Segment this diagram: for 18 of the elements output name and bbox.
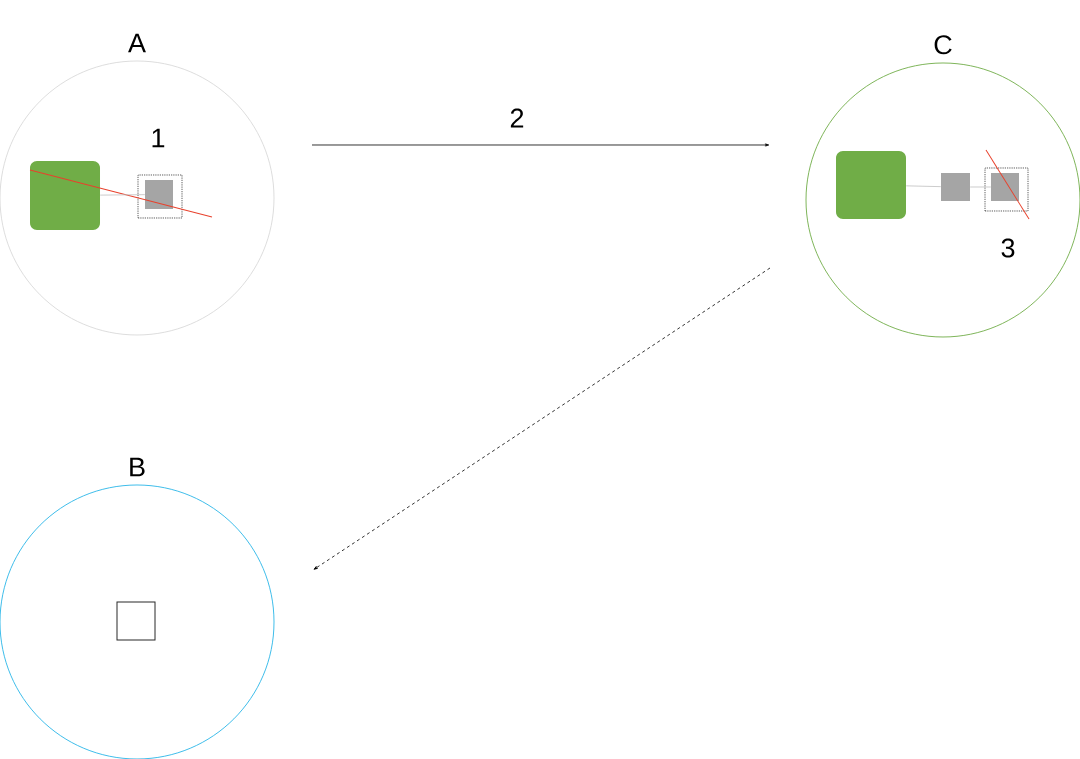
number-label: 1 (152, 128, 165, 148)
connector-line (905, 185, 942, 188)
number-label: 3 (1001, 238, 1015, 258)
dotted-frame (984, 167, 1029, 212)
node-label: A (128, 33, 146, 53)
square-outline (116, 601, 156, 641)
square (145, 180, 173, 209)
connector-line (99, 194, 146, 196)
square (991, 173, 1019, 201)
rounded-square (30, 161, 100, 230)
square (941, 173, 970, 201)
node-label: B (130, 457, 145, 477)
arrow (311, 143, 770, 147)
arrow (313, 267, 771, 570)
edge-label: 2 (508, 107, 526, 129)
rounded-square (836, 151, 906, 219)
dotted-frame (137, 174, 183, 219)
node-label: C (934, 35, 952, 55)
